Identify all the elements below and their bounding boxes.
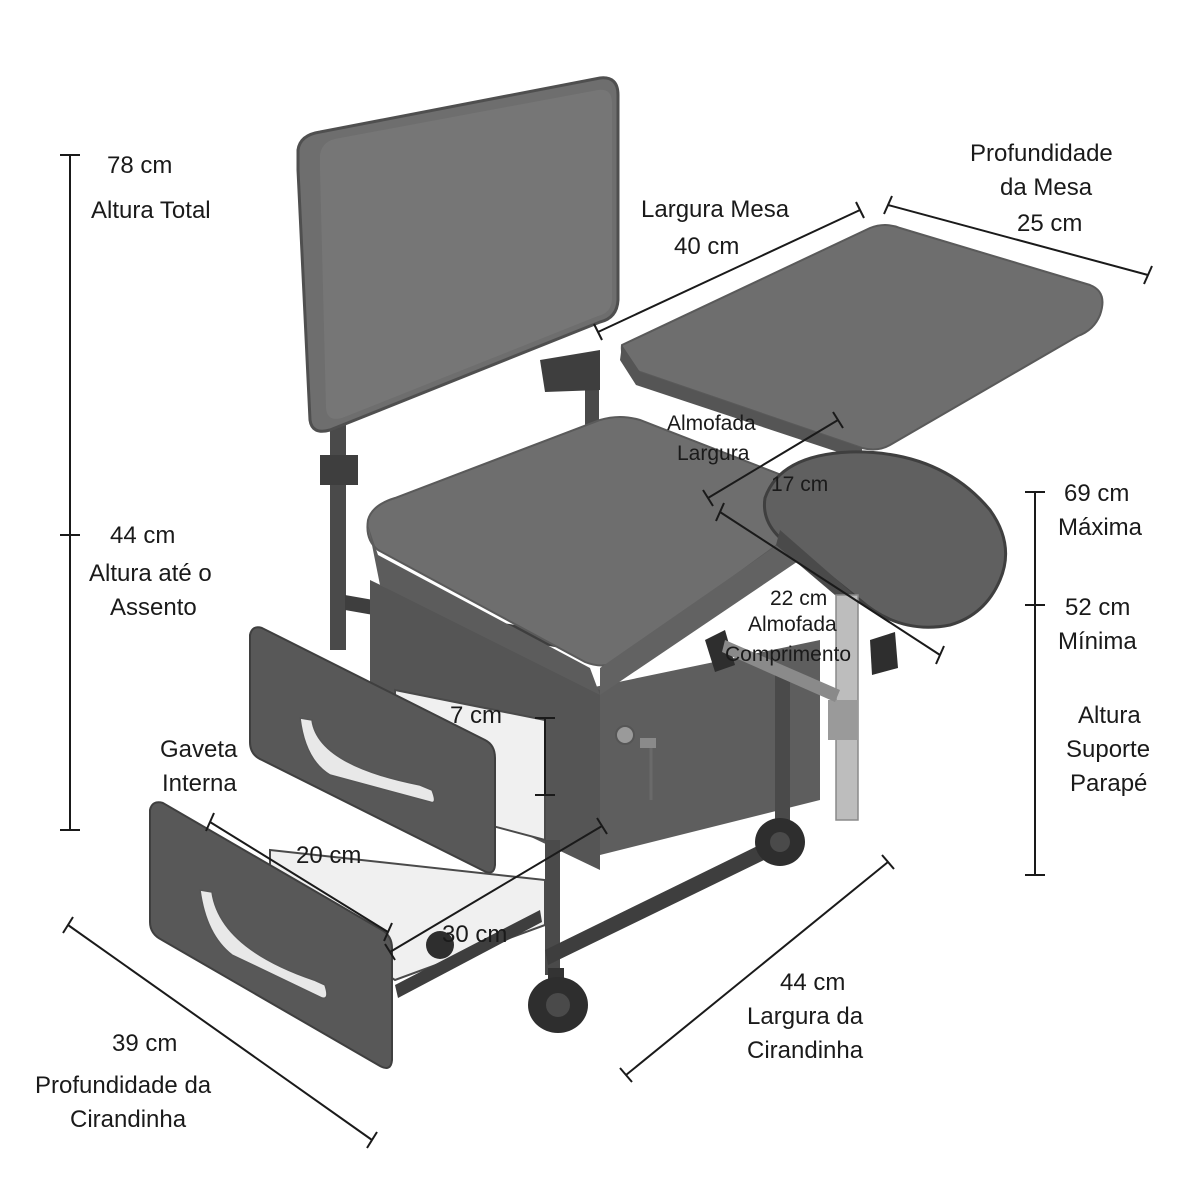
lower-frame-base: [545, 830, 795, 965]
caster-back: [426, 931, 454, 959]
dimension-line-drawer-depth: [389, 825, 603, 953]
caster-right: [755, 818, 805, 866]
lower-frame-left: [545, 840, 560, 975]
cushion-width-label-1: Almofada: [667, 412, 756, 435]
seat-height-value: 44 cm: [110, 522, 176, 549]
tick-base-depth-b: [366, 1131, 378, 1149]
cushion-length-label-1: Almofada: [748, 613, 837, 636]
tick-table-width-a: [593, 323, 603, 341]
lower-drawer-handle: [199, 889, 328, 999]
backrest-post-left: [330, 410, 346, 650]
table-width-value: 40 cm: [674, 233, 740, 260]
tick-base-width-a: [619, 1067, 633, 1083]
cushion-length-value: 22 cm: [770, 587, 828, 610]
dimension-line-base-width: [625, 861, 889, 1076]
total-height-label: Altura Total: [91, 197, 211, 224]
support-title-3: Parapé: [1070, 770, 1148, 797]
backrest-front: [320, 89, 612, 419]
dimension-line-table-width: [597, 209, 861, 333]
dimension-line-drawer-width: [209, 821, 389, 933]
tick-drawer-width-b: [383, 922, 393, 942]
base-width-label-2: Cirandinha: [747, 1037, 864, 1064]
footrest-base: [776, 530, 860, 612]
dimension-lines: [60, 154, 1153, 1149]
post-bracket-right: [540, 350, 600, 392]
tick-cushion-width-b: [832, 411, 844, 429]
inner-drawer-label-1: Gaveta: [160, 736, 238, 763]
base-depth-label-2: Cirandinha: [70, 1106, 187, 1133]
lower-drawer-front: [149, 801, 393, 1069]
table-depth-label-2: da Mesa: [1000, 174, 1093, 201]
tick-table-depth-b: [1143, 265, 1153, 285]
support-title-1: Altura: [1078, 702, 1141, 729]
seat-side: [368, 525, 600, 695]
support-min-value: 52 cm: [1065, 594, 1131, 621]
arm-clamp: [705, 630, 735, 672]
tick-drawer-width-a: [205, 812, 215, 832]
cushion-width-label-2: Largura: [677, 442, 750, 465]
upper-drawer-front: [249, 626, 496, 874]
drawer-height-value: 7 cm: [450, 702, 503, 729]
caster-front: [528, 968, 588, 1033]
drawer-width-value: 20 cm: [296, 842, 362, 869]
tick-cushion-length-b: [935, 645, 945, 665]
seat-height-label-2: Assento: [110, 594, 197, 621]
dimension-line-cushion-width: [707, 419, 839, 499]
table-width-label: Largura Mesa: [641, 196, 790, 223]
table-edge: [620, 345, 862, 460]
inner-drawer-label-2: Interna: [162, 770, 237, 797]
dimension-line-base-depth: [67, 924, 373, 1141]
cushion-width-value: 17 cm: [771, 473, 829, 496]
seat-height-label-1: Altura até o: [89, 560, 212, 587]
cabinet-side: [580, 640, 820, 860]
tick-table-depth-a: [883, 195, 893, 215]
lower-frame-right: [775, 668, 790, 842]
dimension-line-cushion-length: [719, 511, 941, 656]
drawer-depth-value: 30 cm: [442, 921, 508, 948]
base-width-label-1: Largura da: [747, 1003, 864, 1030]
base-depth-value: 39 cm: [112, 1030, 178, 1057]
dimension-line-table-depth: [887, 204, 1149, 276]
support-max-label: Máxima: [1058, 514, 1143, 541]
total-height-value: 78 cm: [107, 152, 173, 179]
table-depth-value: 25 cm: [1017, 210, 1083, 237]
upper-drawer-handle: [299, 717, 436, 804]
adjust-knob: [870, 632, 898, 675]
support-max-value: 69 cm: [1064, 480, 1130, 507]
seat-side-right: [600, 512, 825, 695]
arm-bar: [722, 640, 840, 702]
tick-cushion-width-a: [702, 489, 714, 507]
key-icon: [640, 738, 656, 748]
tick-drawer-depth-a: [384, 943, 396, 961]
footrest-cushion: [762, 450, 1008, 629]
base-width-value: 44 cm: [780, 969, 846, 996]
post-bracket-left: [320, 455, 358, 485]
tick-drawer-depth-b: [596, 817, 608, 835]
tick-base-depth-a: [62, 916, 74, 934]
chair-illustration: [149, 76, 1104, 1069]
tick-cushion-length-a: [715, 502, 725, 522]
tick-base-width-b: [881, 854, 895, 870]
cushion-length-label-2: Comprimento: [725, 643, 852, 666]
lower-drawer-rail: [395, 910, 542, 998]
lock-icon: [615, 725, 635, 745]
tick-table-width-b: [855, 201, 865, 219]
support-min-label: Mínima: [1058, 628, 1137, 655]
base-depth-label-1: Profundidade da: [35, 1072, 212, 1099]
table-depth-label-1: Profundidade: [970, 140, 1113, 167]
support-title-2: Suporte: [1066, 736, 1151, 763]
footrest-pole-sleeve: [828, 700, 858, 740]
